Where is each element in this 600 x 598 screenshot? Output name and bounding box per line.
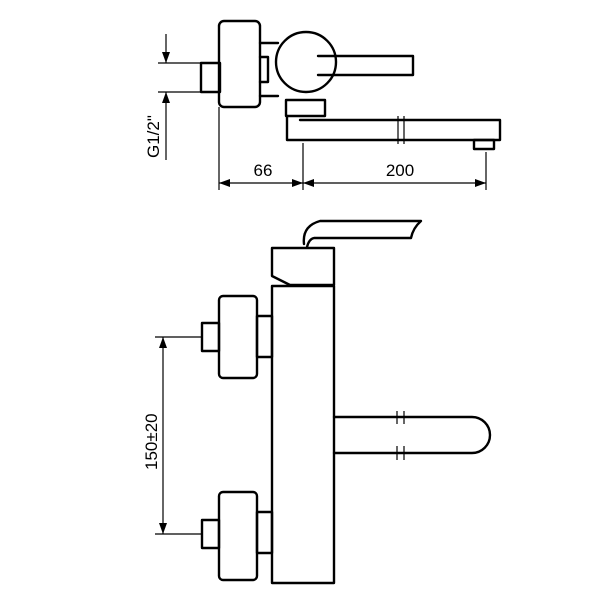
aerator <box>472 138 496 151</box>
mixer-body <box>274 30 338 94</box>
lower-eccentric-neck <box>255 510 274 555</box>
centers-label: 150±20 <box>142 413 161 470</box>
centers-dimension: 150±20 <box>142 336 202 535</box>
spout-front <box>332 415 492 455</box>
spout-break-mark <box>397 116 405 144</box>
lower-flange <box>217 490 259 582</box>
front-lever <box>302 219 423 249</box>
lower-connector <box>200 518 221 550</box>
upper-eccentric-neck <box>255 314 274 359</box>
lever-handle <box>316 54 415 77</box>
front-view <box>200 219 492 585</box>
mixer-body-front <box>270 284 336 585</box>
spout-break-mark <box>396 411 405 460</box>
flange-step <box>258 55 270 84</box>
upper-connector <box>200 321 221 353</box>
arrow <box>292 179 303 187</box>
spout-reach-label: 200 <box>386 161 414 180</box>
collar <box>284 98 327 118</box>
thread-label: G1/2" <box>144 115 163 158</box>
thread-dimension: G1/2" <box>144 34 201 160</box>
thread-extension-line <box>158 62 201 93</box>
arrow-up <box>159 337 167 348</box>
side-view <box>199 19 502 151</box>
arrow <box>303 179 314 187</box>
cartridge-head <box>270 246 336 287</box>
body-neck <box>258 41 280 98</box>
wall-flange <box>217 19 262 109</box>
centers-extension-line <box>155 336 202 535</box>
spout <box>285 114 502 142</box>
upper-flange <box>217 294 259 380</box>
arrow-up <box>162 92 170 103</box>
thread-connector <box>199 61 222 94</box>
arrow <box>219 179 230 187</box>
horizontal-dimensions: 66 200 <box>218 107 487 190</box>
offset-label: 66 <box>254 161 273 180</box>
arrow-down <box>162 52 170 63</box>
arrow-down <box>159 523 167 534</box>
arrow <box>475 179 486 187</box>
